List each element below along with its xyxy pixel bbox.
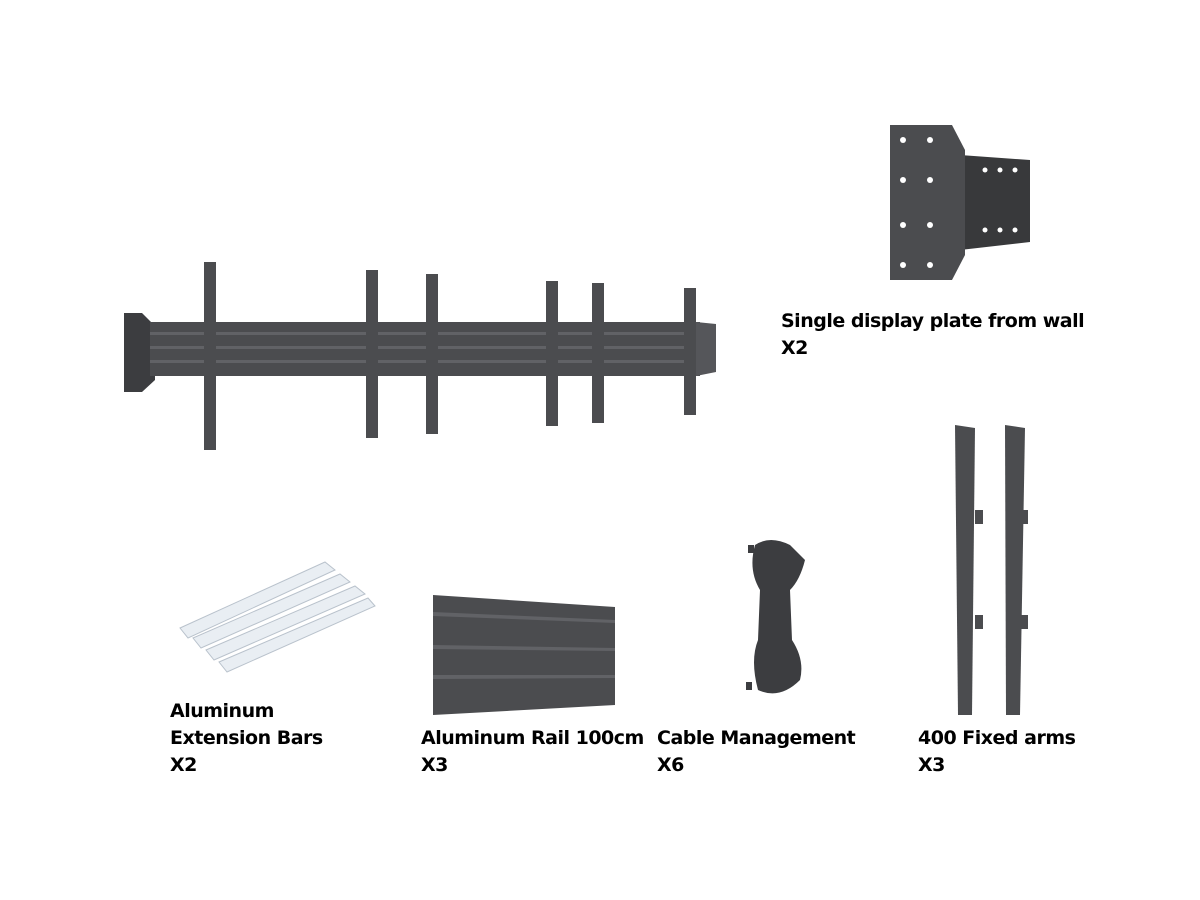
cable-management-label: Cable Management X6 (657, 725, 856, 779)
fixed-arms-name: 400 Fixed arms (918, 727, 1076, 749)
cable-management-name: Cable Management (657, 727, 856, 749)
plate-name: Single display plate from wall (781, 310, 1085, 332)
assembled-wall-mount-image (124, 262, 716, 450)
extension-bars-name-line2: Extension Bars (170, 727, 323, 749)
extension-bars-label: Aluminum Extension Bars X2 (170, 698, 323, 779)
plate-qty: X2 (781, 337, 808, 359)
aluminum-rail-image (433, 595, 615, 715)
extension-bars-name-line1: Aluminum (170, 700, 274, 722)
plate-label: Single display plate from wall X2 (781, 308, 1085, 362)
cable-management-qty: X6 (657, 754, 684, 776)
single-display-plate-image (890, 125, 1030, 280)
fixed-arms-image (955, 425, 1028, 715)
fixed-arms-qty: X3 (918, 754, 945, 776)
extension-bars-qty: X2 (170, 754, 197, 776)
fixed-arms-label: 400 Fixed arms X3 (918, 725, 1076, 779)
rail-label: Aluminum Rail 100cm X3 (421, 725, 644, 779)
aluminum-extension-bars-image (179, 561, 376, 673)
rail-qty: X3 (421, 754, 448, 776)
cable-management-image (746, 540, 805, 694)
rail-name: Aluminum Rail 100cm (421, 727, 644, 749)
